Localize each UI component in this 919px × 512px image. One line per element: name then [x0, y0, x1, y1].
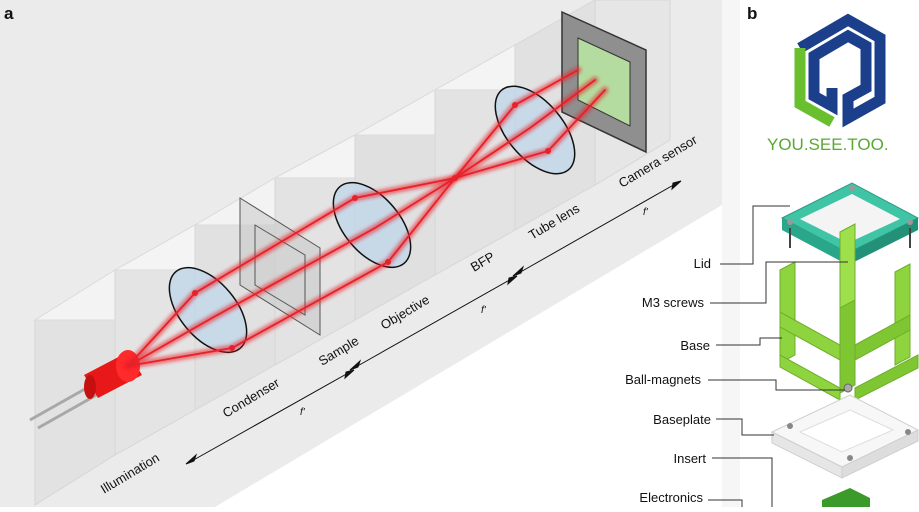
beam-node: [229, 345, 235, 351]
light-beams: [124, 66, 609, 370]
baseplate: [770, 394, 919, 479]
focal-arrow-3: [516, 182, 678, 275]
base-rail: [854, 354, 919, 401]
label-m3-screws: M3 screws: [642, 295, 705, 310]
cube-lid: [780, 182, 919, 265]
panel-b-labels: Lid M3 screws Base Ball-magnets Baseplat…: [625, 256, 711, 505]
focal-label-2: f': [481, 305, 487, 316]
beam-nodes: [192, 102, 551, 351]
focal-arrows: [185, 180, 682, 465]
focal-arrow-1: [189, 371, 351, 463]
led-lead: [29, 383, 93, 422]
base-rail: [779, 354, 841, 401]
beam-node: [192, 290, 198, 296]
logo-text: YOU.SEE.TOO.: [767, 135, 889, 154]
electronics-board: [822, 488, 870, 507]
baseplate-side: [841, 429, 919, 479]
uc2-logo: YOU.SEE.TOO.: [767, 13, 889, 154]
ball-magnet: [843, 383, 853, 393]
focal-label-1: f': [300, 407, 306, 418]
label-base: Base: [680, 338, 710, 353]
label-insert: Insert: [673, 451, 706, 466]
panel-a: Illumination Condenser Sample Objective …: [0, 0, 722, 507]
lid-screw: [907, 219, 913, 225]
beam-ray: [127, 89, 606, 367]
beam-node: [385, 259, 391, 265]
beam-ray: [127, 69, 579, 367]
lid-screw: [849, 185, 855, 191]
baseplate-magnet: [787, 423, 793, 429]
baseplate-inner: [798, 409, 895, 453]
beam-node: [545, 148, 551, 154]
beam-focus: [452, 175, 458, 181]
logo-mark-green: [794, 48, 835, 127]
beam-ray: [127, 79, 596, 367]
baseplate-magnet: [847, 455, 853, 461]
baseplate-magnet: [905, 429, 911, 435]
condenser-lens: [168, 266, 248, 354]
lid-side-right: [848, 218, 918, 265]
cube-base: [779, 223, 919, 401]
base-rail: [779, 311, 841, 361]
beam-node: [352, 195, 358, 201]
panel-a-letter: a: [4, 4, 14, 23]
slide-inner: [254, 224, 306, 316]
lid-hole: [800, 194, 900, 243]
base-pillar: [779, 261, 796, 364]
base-pillar: [894, 263, 911, 366]
label-ball-magnets: Ball-magnets: [625, 372, 701, 387]
panel-b-letter: b: [747, 4, 758, 23]
base-pillar: [839, 223, 856, 309]
lid-side-left: [782, 218, 848, 265]
logo-mark-blue: [797, 13, 886, 128]
panel-b: YOU.SEE.TOO.: [625, 0, 919, 507]
label-lid: Lid: [694, 256, 711, 271]
lid-screw: [787, 219, 793, 225]
led-rim: [84, 375, 96, 399]
focal-arrow-2: [353, 277, 514, 369]
beam-node: [512, 102, 518, 108]
leader-lines: [708, 205, 848, 507]
base-rail: [854, 314, 911, 361]
panel-divider: [722, 0, 740, 507]
label-electronics: Electronics: [639, 490, 703, 505]
label-baseplate: Baseplate: [653, 412, 711, 427]
focal-label-3: f': [643, 207, 649, 218]
